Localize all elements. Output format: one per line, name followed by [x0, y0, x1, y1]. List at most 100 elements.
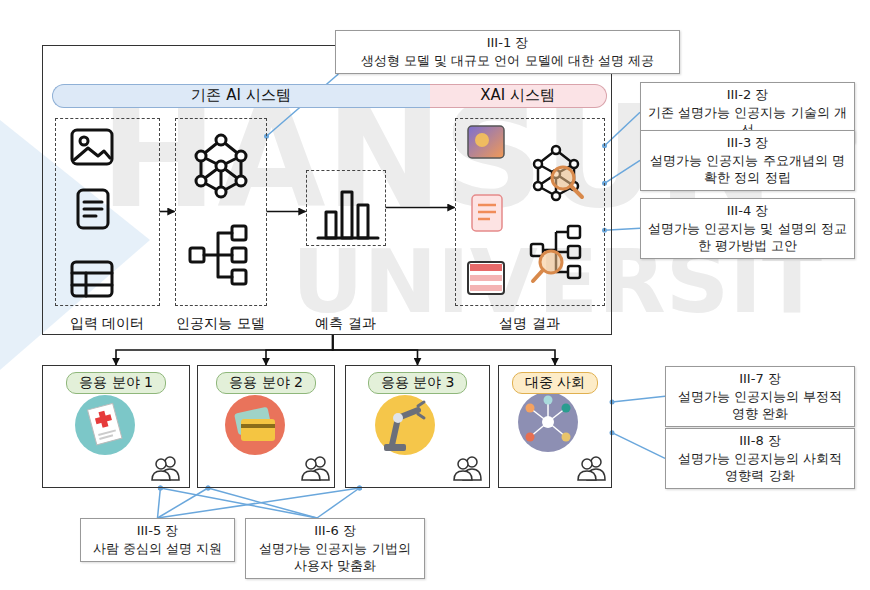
chapter-callout: III-8 장설명가능 인공지능의 사회적 영향력 강화 — [665, 428, 855, 489]
domain-pill: 응용 분야 3 — [368, 372, 468, 394]
svg-path — [538, 150, 574, 196]
system-frame: 기존 AI 시스템XAI 시스템입력 데이터인공지능 모델예측 결과설명 결과 — [42, 45, 612, 335]
svg-path — [418, 402, 424, 418]
svg-line — [98, 430, 115, 435]
leader-line — [605, 160, 641, 183]
svg-path — [204, 233, 232, 277]
svg-circle — [526, 433, 535, 442]
svg-circle — [518, 392, 578, 452]
svg-polygon — [0, 120, 150, 370]
leader-line — [208, 488, 317, 518]
svg-g — [392, 410, 418, 445]
chapter-callout: III-4 장설명가능 인공지능 및 설명의 정교한 평가방법 고안 — [640, 198, 855, 259]
application-box: 응용 분야 3 — [345, 365, 490, 488]
svg-circle — [216, 161, 226, 171]
svg-rect — [470, 275, 502, 281]
svg-circle — [375, 395, 435, 455]
leader-dot — [158, 486, 163, 491]
chapter-number: III-6 장 — [314, 522, 356, 540]
svg-g — [530, 400, 566, 437]
svg-rect — [72, 130, 112, 164]
svg-use — [578, 457, 605, 480]
flow-arrow — [386, 207, 455, 209]
svg-circle — [552, 146, 560, 154]
svg-use — [454, 457, 481, 480]
svg-circle — [196, 151, 206, 161]
svg-line — [84, 208, 102, 211]
leader-line — [160, 488, 317, 518]
svg-circle — [534, 160, 542, 168]
svg-g — [196, 135, 246, 197]
leader-line — [158, 488, 161, 518]
svg-g — [88, 403, 122, 445]
leader-line — [612, 433, 665, 459]
svg-line — [84, 215, 96, 218]
domain-pill: 응용 분야 1 — [66, 372, 166, 394]
svg-circle — [562, 433, 571, 442]
dashed-stage-box: 인공지능 모델 — [175, 118, 267, 306]
svg-rect — [72, 262, 112, 296]
system-band: XAI 시스템 — [430, 84, 607, 108]
stage-label: 인공지능 모델 — [176, 315, 264, 331]
chapter-number: III-5 장 — [137, 522, 179, 540]
svg-circle — [80, 137, 88, 145]
svg-rect — [472, 195, 502, 231]
chapter-callout: III-7 장설명가능 인공지능의 부정적 영향 완화 — [665, 366, 855, 427]
label-slot: 예측 결과 — [315, 315, 375, 333]
svg-polyline — [74, 148, 110, 160]
svg-line — [478, 211, 496, 214]
svg-circle — [526, 404, 535, 413]
domain-pill: 응용 분야 2 — [216, 372, 316, 394]
stage-label: 입력 데이터 — [70, 315, 144, 331]
chapter-title: 설명가능 인공지능의 사회적 영향력 강화 — [672, 450, 848, 485]
chapter-callout: III-1 장생성형 모델 및 대규모 언어 모델에 대한 설명 제공 — [335, 30, 680, 74]
chapter-title: 사람 중심의 설명 지원 — [93, 540, 222, 558]
svg-use — [302, 457, 329, 480]
svg-circle — [75, 395, 135, 455]
label-slot: 설명 결과 — [499, 315, 559, 333]
chapter-number: III-1 장 — [487, 34, 529, 52]
chapter-title: 설명가능 인공지능의 부정적 영향 완화 — [672, 388, 848, 423]
stage-label: 예측 결과 — [315, 315, 375, 331]
svg-circle — [570, 160, 578, 168]
flow-arrow — [333, 335, 555, 365]
svg-rect — [241, 424, 275, 428]
svg-rect — [88, 403, 122, 445]
leader-line — [605, 228, 641, 230]
chapter-number: III-3 장 — [727, 134, 769, 152]
leader-dot — [357, 486, 362, 491]
chapter-number: III-8 장 — [739, 432, 781, 450]
svg-line — [478, 218, 490, 221]
svg-rect — [358, 205, 368, 238]
leader-line — [612, 396, 665, 402]
svg-rect — [568, 226, 580, 238]
svg-circle — [475, 133, 489, 147]
svg-use — [152, 457, 179, 480]
svg-circle — [236, 151, 246, 161]
band-label: 기존 AI 시스템 — [191, 86, 290, 105]
svg-circle — [196, 176, 206, 186]
svg-line — [478, 204, 496, 207]
flow-arrow — [266, 335, 333, 365]
svg-circle — [225, 395, 285, 455]
svg-g — [534, 146, 578, 200]
svg-line — [84, 201, 102, 204]
svg-line — [85, 273, 88, 296]
chapter-title: 설명가능 인공지능 주요개념의 명확한 정의 정립 — [647, 152, 848, 187]
stage-label: 설명 결과 — [499, 315, 559, 331]
svg-circle — [236, 176, 246, 186]
svg-rect — [470, 264, 502, 271]
svg-line — [72, 284, 112, 287]
svg-rect — [468, 262, 504, 294]
svg-rect — [232, 248, 246, 262]
leader-line — [317, 488, 360, 518]
leader-dot — [357, 486, 362, 491]
svg-circle — [393, 413, 403, 423]
flow-arrow — [116, 335, 333, 365]
dashed-stage-box: 설명 결과 — [455, 118, 605, 306]
domain-pill: 대중 사회 — [512, 372, 598, 394]
leader-dot — [610, 399, 615, 404]
svg-line — [99, 435, 113, 439]
leader-line — [605, 112, 641, 145]
